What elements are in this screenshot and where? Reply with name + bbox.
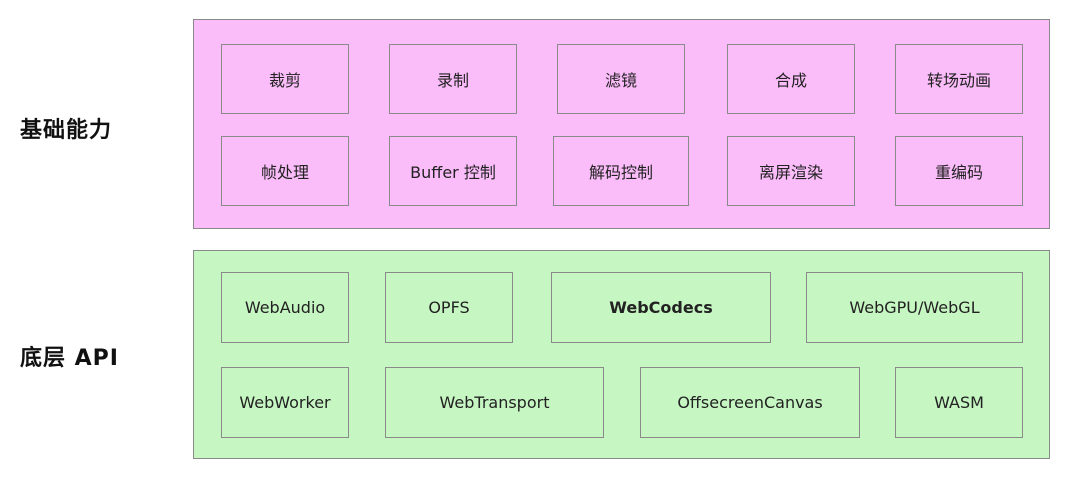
capability-box-buffer-control: Buffer 控制: [389, 136, 517, 206]
api-box-wasm: WASM: [895, 367, 1023, 438]
capability-box-transition: 转场动画: [895, 44, 1023, 114]
api-box-opfs: OPFS: [385, 272, 513, 343]
capability-box-decode-control: 解码控制: [553, 136, 689, 206]
api-box-webtransport: WebTransport: [385, 367, 604, 438]
capabilities-panel: 裁剪 录制 滤镜 合成 转场动画 帧处理 Buffer 控制 解码控制 离屏渲染…: [193, 19, 1050, 229]
capability-box-filter: 滤镜: [557, 44, 685, 114]
api-box-offscreencanvas: OffsecreenCanvas: [640, 367, 860, 438]
low-level-api-label: 底层 API: [20, 346, 119, 371]
api-box-webcodecs: WebCodecs: [551, 272, 771, 343]
capability-box-reencode: 重编码: [895, 136, 1023, 206]
capability-box-record: 录制: [389, 44, 517, 114]
capabilities-label: 基础能力: [20, 118, 113, 143]
capability-box-compose: 合成: [727, 44, 855, 114]
capability-box-frame-processing: 帧处理: [221, 136, 349, 206]
capability-box-crop: 裁剪: [221, 44, 349, 114]
capability-box-offscreen-render: 离屏渲染: [727, 136, 855, 206]
api-box-webgpu-webgl: WebGPU/WebGL: [806, 272, 1023, 343]
api-box-webworker: WebWorker: [221, 367, 349, 438]
api-box-webaudio: WebAudio: [221, 272, 349, 343]
api-panel: WebAudio OPFS WebCodecs WebGPU/WebGL Web…: [193, 250, 1050, 459]
